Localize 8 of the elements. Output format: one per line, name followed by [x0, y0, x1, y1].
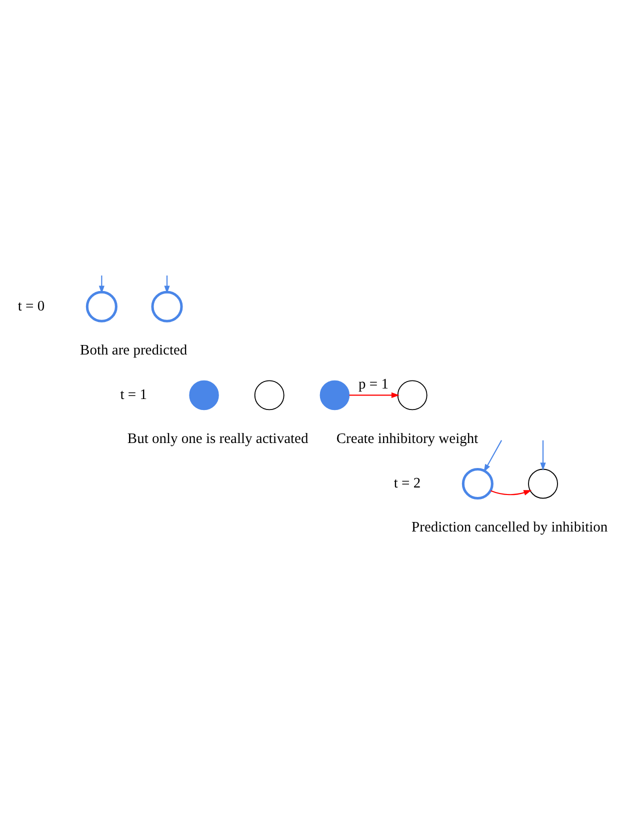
label: Both are predicted	[80, 342, 188, 358]
label: Prediction cancelled by inhibition	[412, 519, 608, 536]
label: But only one is really activated	[127, 430, 308, 447]
edge-label: p = 1	[358, 376, 388, 392]
label: t = 1	[120, 386, 147, 402]
label: t = 0	[18, 298, 45, 314]
label: t = 2	[394, 474, 421, 491]
label: Create inhibitory weight	[336, 430, 478, 447]
